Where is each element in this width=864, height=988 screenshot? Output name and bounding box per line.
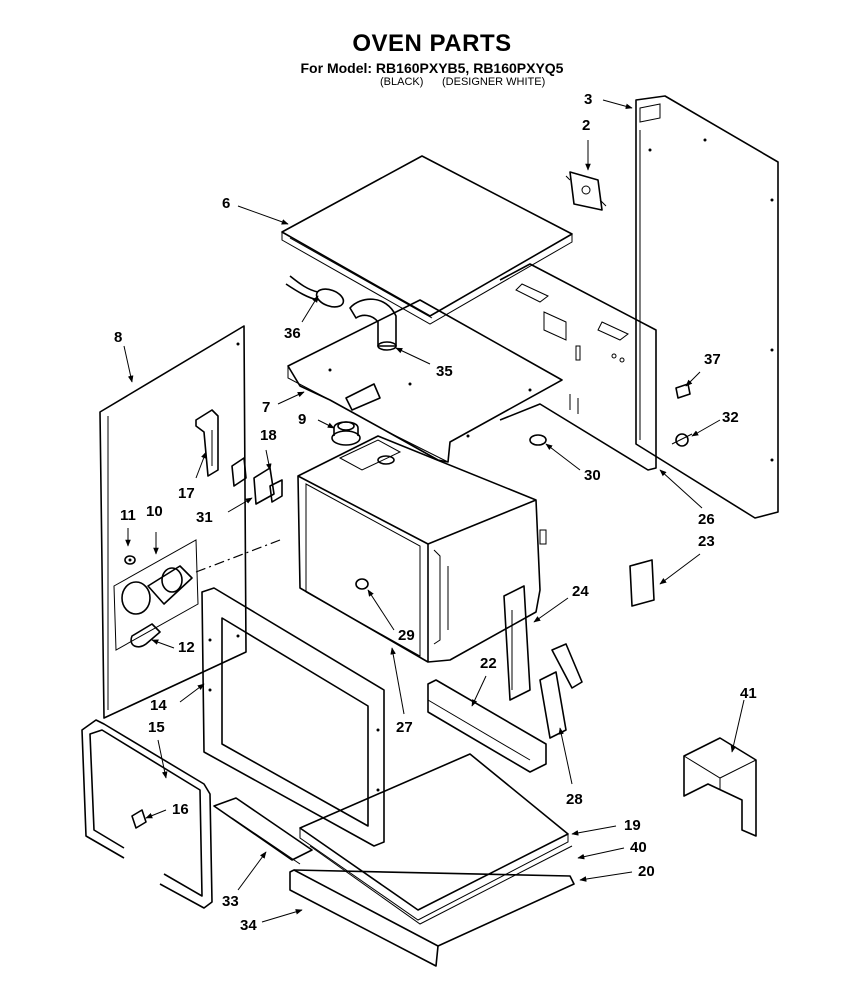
part-37-clip	[675, 383, 691, 399]
label-part-19: 19	[624, 817, 641, 834]
label-part-7: 7	[262, 399, 271, 416]
part-24-bracket	[503, 585, 531, 701]
part-17-bracket	[195, 409, 219, 477]
label-part-2: 2	[582, 117, 591, 134]
part-18-switch	[231, 457, 283, 505]
label-part-3: 3	[584, 91, 593, 108]
label-part-24: 24	[572, 583, 589, 600]
model-line: For Model: RB160PXYB5, RB160PXYQ5	[300, 60, 564, 76]
label-part-30: 30	[584, 467, 601, 484]
part-33-vent-cover	[213, 797, 313, 865]
variant-black: (BLACK)	[380, 76, 424, 88]
part-10-light-assembly	[113, 539, 199, 651]
label-part-6: 6	[222, 195, 231, 212]
label-part-15: 15	[148, 719, 165, 736]
part-27-oven-cavity	[297, 435, 547, 663]
label-part-36: 36	[284, 325, 301, 342]
part-16-clip	[131, 809, 147, 829]
part-3-rear-panel	[635, 95, 779, 519]
part-36-wire	[285, 275, 345, 308]
part-23-bracket	[629, 559, 655, 607]
label-part-14: 14	[150, 697, 167, 714]
diagram-title: OVEN PARTS	[352, 30, 512, 57]
label-part-18: 18	[260, 427, 277, 444]
label-part-27: 27	[396, 719, 413, 736]
label-part-26: 26	[698, 511, 715, 528]
label-part-29: 29	[398, 627, 415, 644]
part-15-gasket	[81, 719, 213, 909]
label-part-16: 16	[172, 801, 189, 818]
label-part-8: 8	[114, 329, 123, 346]
label-part-37: 37	[704, 351, 721, 368]
part-9-knob	[331, 421, 361, 446]
leader-arrows	[123, 99, 745, 923]
variant-designer-white: (DESIGNER WHITE)	[442, 76, 546, 88]
label-part-22: 22	[480, 655, 497, 672]
label-part-40: 40	[630, 839, 647, 856]
part-7-support	[287, 299, 563, 463]
part-40-insulation	[309, 845, 573, 925]
part-8-side-panel	[99, 325, 247, 719]
part-41-cover	[683, 737, 757, 837]
label-part-41: 41	[740, 685, 757, 702]
label-part-17: 17	[178, 485, 195, 502]
part-30-plug	[529, 434, 547, 446]
label-part-33: 33	[222, 893, 239, 910]
label-part-31: 31	[196, 509, 213, 526]
label-part-28: 28	[566, 791, 583, 808]
label-part-9: 9	[298, 411, 307, 428]
label-part-20: 20	[638, 863, 655, 880]
label-part-34: 34	[240, 917, 257, 934]
label-part-32: 32	[722, 409, 739, 426]
part-14-door-frame	[201, 587, 385, 847]
assembly-leader-line	[195, 539, 281, 573]
label-part-12: 12	[178, 639, 195, 656]
label-part-11: 11	[120, 507, 136, 524]
label-part-10: 10	[146, 503, 163, 520]
part-19-bottom-panel	[299, 753, 569, 921]
part-22-rail	[427, 679, 547, 773]
part-35-vent	[349, 298, 397, 351]
part-28-hinge	[539, 643, 583, 739]
part-2-bracket	[565, 171, 607, 211]
label-part-23: 23	[698, 533, 715, 550]
label-part-35: 35	[436, 363, 453, 380]
part-6-top-panel	[281, 155, 573, 325]
part-34-kick-plate	[289, 869, 575, 967]
part-32-sensor	[671, 433, 693, 447]
part-26-back-wall	[499, 263, 657, 471]
